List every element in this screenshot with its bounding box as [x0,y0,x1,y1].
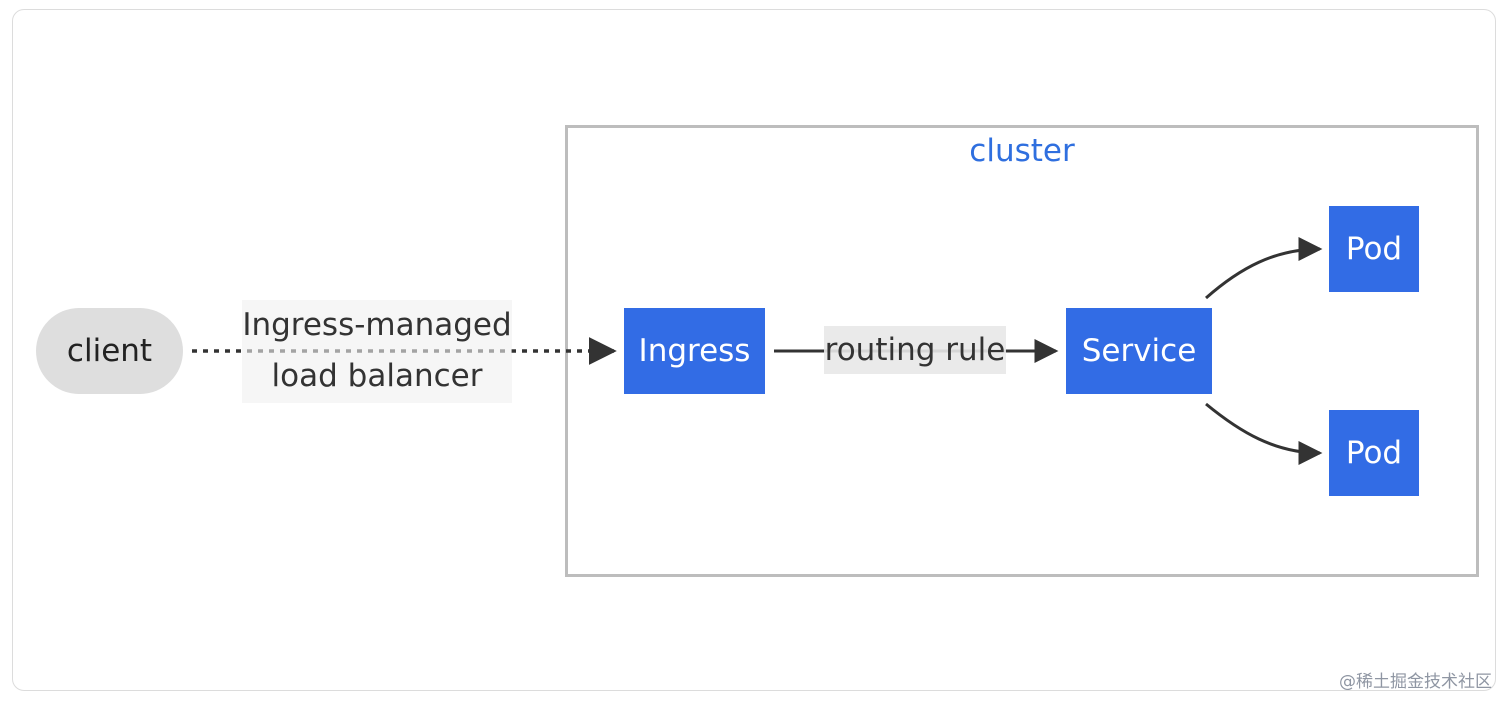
node-service[interactable]: Service [1066,308,1212,394]
edge-label-line-2: load balancer [271,358,483,394]
edge-service-pod-top [1205,237,1323,300]
edge-service-pod-bottom [1205,402,1323,465]
edge-label-routing-rule: routing rule [824,326,1006,374]
watermark: @稀土掘金技术社区 [1339,672,1492,692]
edge-label-line-1: Ingress-managed [242,307,512,343]
node-client[interactable]: client [36,308,183,394]
node-ingress[interactable]: Ingress [624,308,765,394]
node-pod-top[interactable]: Pod [1329,206,1419,292]
cluster-title: cluster [969,133,1075,169]
edge-label-load-balancer: Ingress-managed load balancer [242,300,512,403]
node-pod-bottom[interactable]: Pod [1329,410,1419,496]
